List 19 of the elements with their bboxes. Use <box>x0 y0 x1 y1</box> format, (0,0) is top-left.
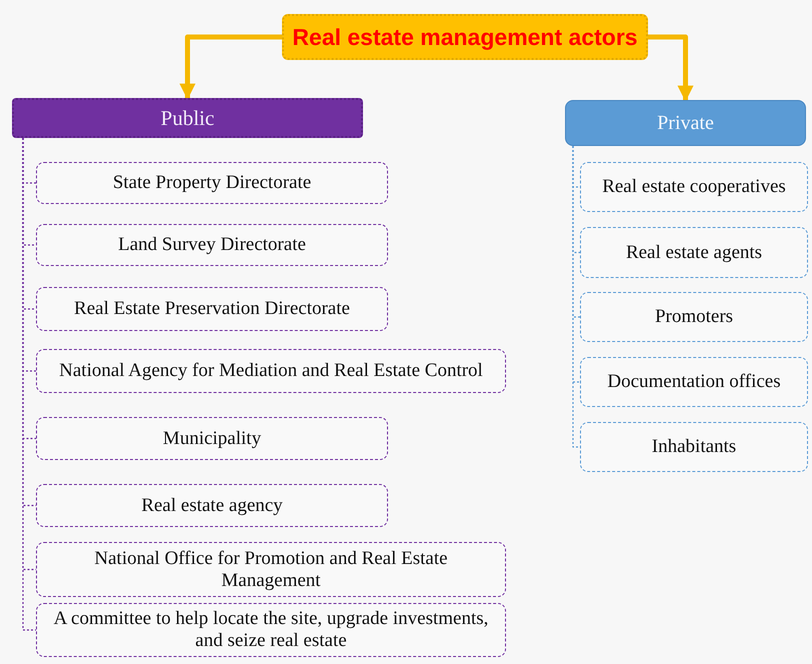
actor-box: Promoters <box>580 292 808 342</box>
actor-box: National Agency for Mediation and Real Estate Control <box>36 349 506 393</box>
connector-line <box>572 146 580 448</box>
actor-box: Documentation offices <box>580 357 808 407</box>
actor-box: Real estate cooperatives <box>580 162 808 212</box>
arrow <box>180 34 282 100</box>
actor-box: Real estate agents <box>580 227 808 278</box>
actor-box: National Office for Promotion and Real Estate Management <box>36 542 506 597</box>
actor-box: A committee to help locate the site, upgrade investments, and seize real estate <box>36 603 506 657</box>
category-header: Public <box>12 98 363 138</box>
actor-box: Municipality <box>36 417 388 460</box>
actor-box: Inhabitants <box>580 422 808 472</box>
arrow <box>648 34 694 102</box>
actor-box: Real estate agency <box>36 484 388 527</box>
category-header: Private <box>565 100 806 146</box>
actor-box: Land Survey Directorate <box>36 224 388 266</box>
actor-box: Real Estate Preservation Directorate <box>36 287 388 331</box>
title-box: Real estate management actors <box>282 14 648 60</box>
actor-box: State Property Directorate <box>36 162 388 204</box>
